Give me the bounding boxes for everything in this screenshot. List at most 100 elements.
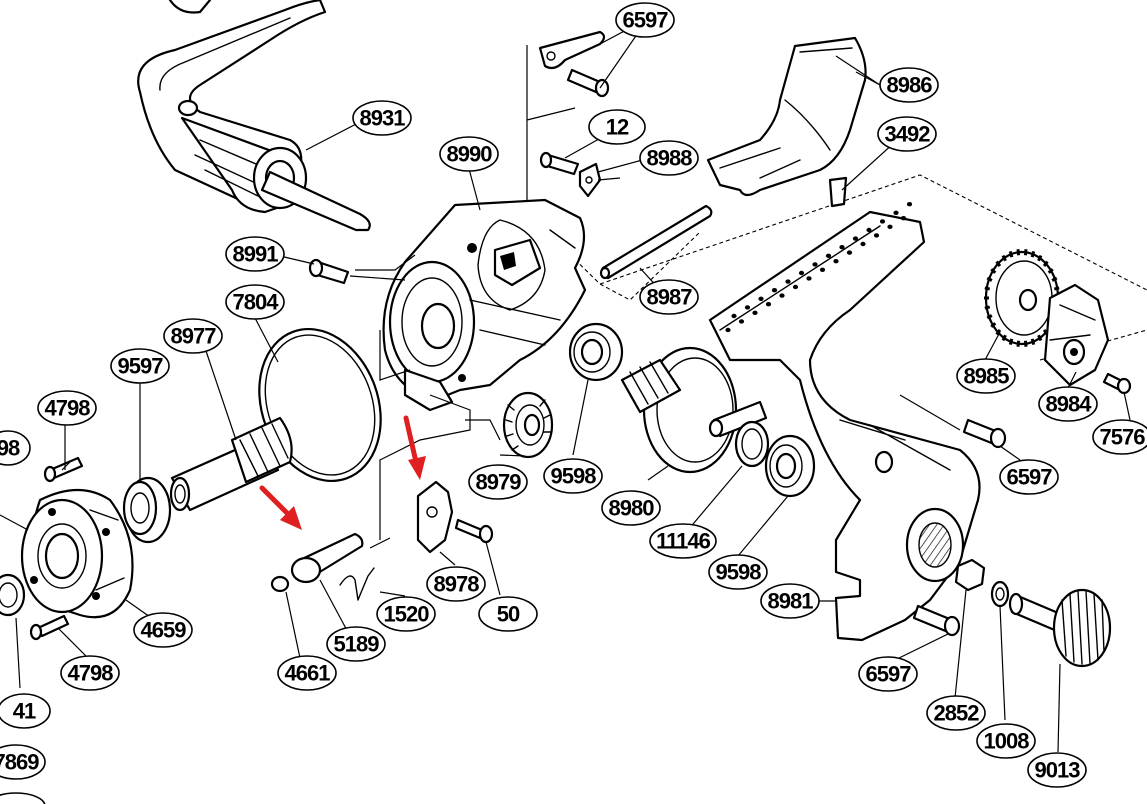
svg-text:98: 98 (0, 436, 20, 461)
bearing-bottom-part (764, 434, 816, 498)
callout-4798-bottom: 4798 (60, 655, 120, 691)
svg-text:9013: 9013 (1035, 758, 1081, 783)
callout-1008: 1008 (976, 723, 1036, 759)
slider-part (1043, 283, 1110, 387)
screw-4798-bottom-part (29, 614, 70, 641)
svg-text:4798: 4798 (68, 661, 114, 686)
rotor-nut-part (20, 489, 134, 619)
callout-8931: 8931 (352, 100, 412, 136)
callout-8978: 8978 (426, 566, 486, 602)
pinion-gear-part (169, 416, 293, 512)
callout-6597-low: 6597 (858, 656, 918, 692)
svg-text:8979: 8979 (476, 470, 522, 495)
callout-5189: 5189 (326, 626, 386, 662)
callout-6597-top: 6597 (615, 2, 675, 38)
washer-part (0, 573, 26, 617)
svg-text:6597: 6597 (1007, 465, 1053, 490)
svg-text:9597: 9597 (118, 354, 164, 379)
callout-7804: 7804 (225, 284, 285, 320)
callout-8977: 8977 (163, 318, 223, 354)
callout-8990: 8990 (439, 136, 499, 172)
callout-8984: 8984 (1038, 386, 1098, 422)
svg-text:7804: 7804 (233, 290, 280, 315)
callout-7869: 7869 (0, 744, 46, 780)
callout-8986: 8986 (879, 67, 939, 103)
svg-text:8988: 8988 (647, 146, 693, 171)
svg-text:6597: 6597 (866, 662, 912, 687)
callout-7576: 7576 (1092, 419, 1147, 455)
callout-partial-bottom (0, 792, 46, 804)
svg-text:7576: 7576 (1100, 425, 1146, 450)
svg-text:5189: 5189 (334, 632, 380, 657)
svg-text:9598: 9598 (551, 464, 597, 489)
callout-9598-top: 9598 (543, 458, 603, 494)
callout-2852: 2852 (926, 695, 986, 731)
pin-part (290, 532, 364, 584)
svg-text:50: 50 (497, 602, 520, 627)
stopper-lever-part (416, 480, 494, 554)
oscillation-gear-part (984, 249, 1060, 347)
drag-knob-part (1008, 588, 1112, 668)
star-washer-part (990, 580, 1010, 608)
callout-9597: 9597 (110, 348, 170, 384)
gearbox-body-part (382, 198, 587, 412)
hex-nut-part (954, 558, 986, 592)
svg-text:2852: 2852 (934, 701, 980, 726)
svg-text:8981: 8981 (768, 589, 814, 614)
svg-text:41: 41 (13, 699, 36, 724)
screw-6597-mid-part (962, 418, 1007, 449)
indicator-arrow-left (259, 485, 302, 530)
screw-7576-part (1102, 372, 1132, 395)
svg-text:4798: 4798 (45, 396, 91, 421)
svg-text:1008: 1008 (984, 729, 1030, 754)
callout-8987: 8987 (639, 279, 699, 315)
callout-41: 41 (0, 693, 51, 729)
svg-text:8987: 8987 (647, 285, 693, 310)
callout-8991: 8991 (225, 236, 285, 272)
callout-8981: 8981 (760, 583, 820, 619)
small-nut-part (270, 575, 290, 593)
svg-text:9598: 9598 (716, 560, 762, 585)
callout-9013: 9013 (1027, 752, 1087, 788)
svg-text:4659: 4659 (141, 618, 187, 643)
line-roller-bracket-part (538, 30, 610, 98)
callout-11146: 11146 (649, 523, 717, 559)
thin-washer-part (734, 420, 770, 468)
bearing-part (122, 476, 172, 544)
callout-8988: 8988 (639, 140, 699, 176)
svg-text:8986: 8986 (887, 73, 933, 98)
spring-part (339, 567, 375, 601)
callout-6597-mid: 6597 (999, 459, 1059, 495)
callout-9598-bottom: 9598 (708, 554, 768, 590)
screw-4798-top-part (43, 456, 84, 483)
bearing-top-part (568, 322, 624, 382)
callout-8985: 8985 (956, 358, 1016, 394)
svg-text:8931: 8931 (360, 106, 406, 131)
screw-and-clip-part (539, 151, 602, 198)
svg-text:8985: 8985 (964, 364, 1010, 389)
drive-gear-part (620, 346, 768, 474)
callout-98: 98 (0, 430, 31, 466)
reel-body-part (708, 202, 981, 642)
svg-text:1520: 1520 (384, 602, 430, 627)
small-gear-part (502, 391, 554, 459)
handle-arm-part (137, 0, 371, 232)
svg-text:8991: 8991 (233, 242, 279, 267)
callout-4661: 4661 (277, 655, 337, 691)
svg-text:8977: 8977 (171, 324, 217, 349)
reel-foot-holes (725, 202, 913, 333)
svg-text:8984: 8984 (1046, 392, 1093, 417)
svg-text:8980: 8980 (609, 496, 655, 521)
indicator-arrow-right (403, 415, 426, 480)
callout-1520: 1520 (376, 596, 436, 632)
callout-3492: 3492 (877, 116, 937, 152)
leader-lines (0, 19, 1131, 753)
shaft-rod-part (599, 204, 713, 280)
screw-6597-low-part (912, 604, 961, 637)
svg-text:4661: 4661 (285, 661, 331, 686)
svg-text:11146: 11146 (656, 529, 711, 554)
callout-50: 50 (478, 596, 538, 632)
svg-text:3492: 3492 (885, 122, 931, 147)
